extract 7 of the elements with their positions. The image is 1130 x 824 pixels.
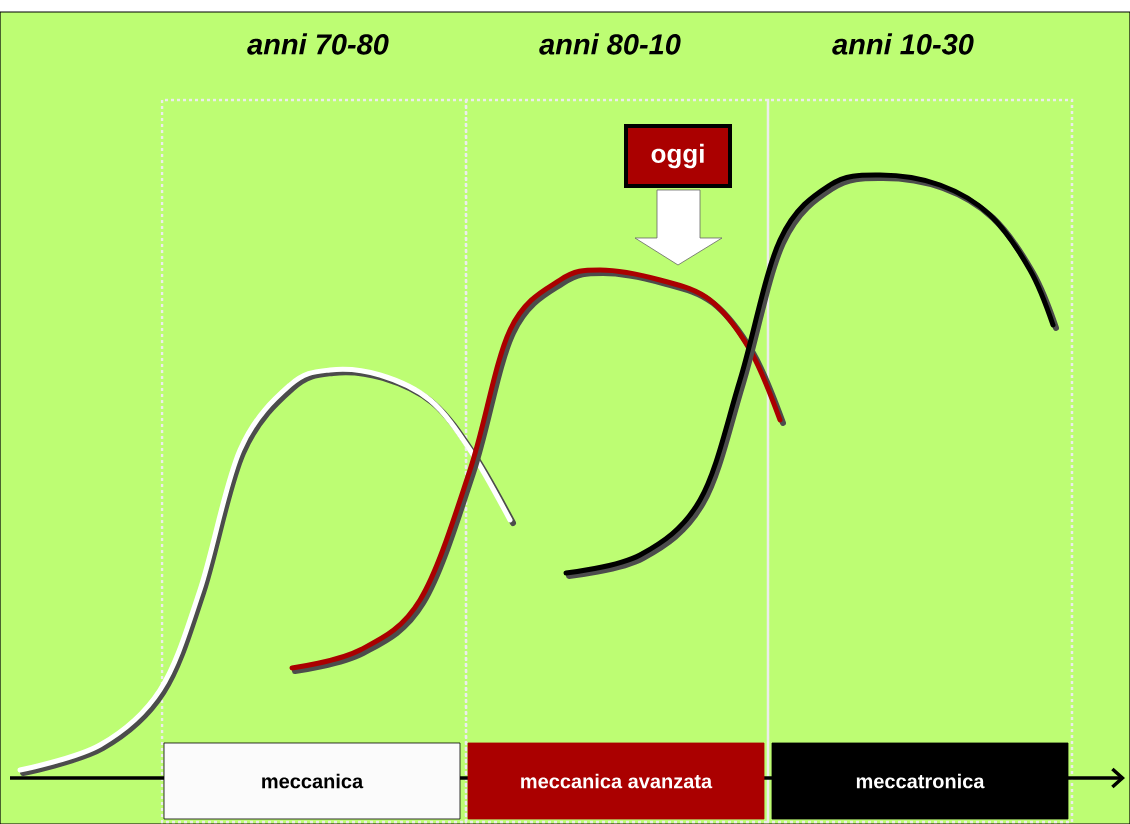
- today-tag: oggi: [624, 124, 732, 188]
- phase-box: meccanica: [163, 742, 461, 820]
- phase-box: meccatronica: [771, 742, 1069, 820]
- period-heading: anni 10-30: [832, 33, 974, 55]
- phase-box: meccanica avanzata: [467, 742, 765, 820]
- period-heading: anni 80-10: [539, 33, 681, 55]
- period-heading: anni 70-80: [247, 33, 389, 55]
